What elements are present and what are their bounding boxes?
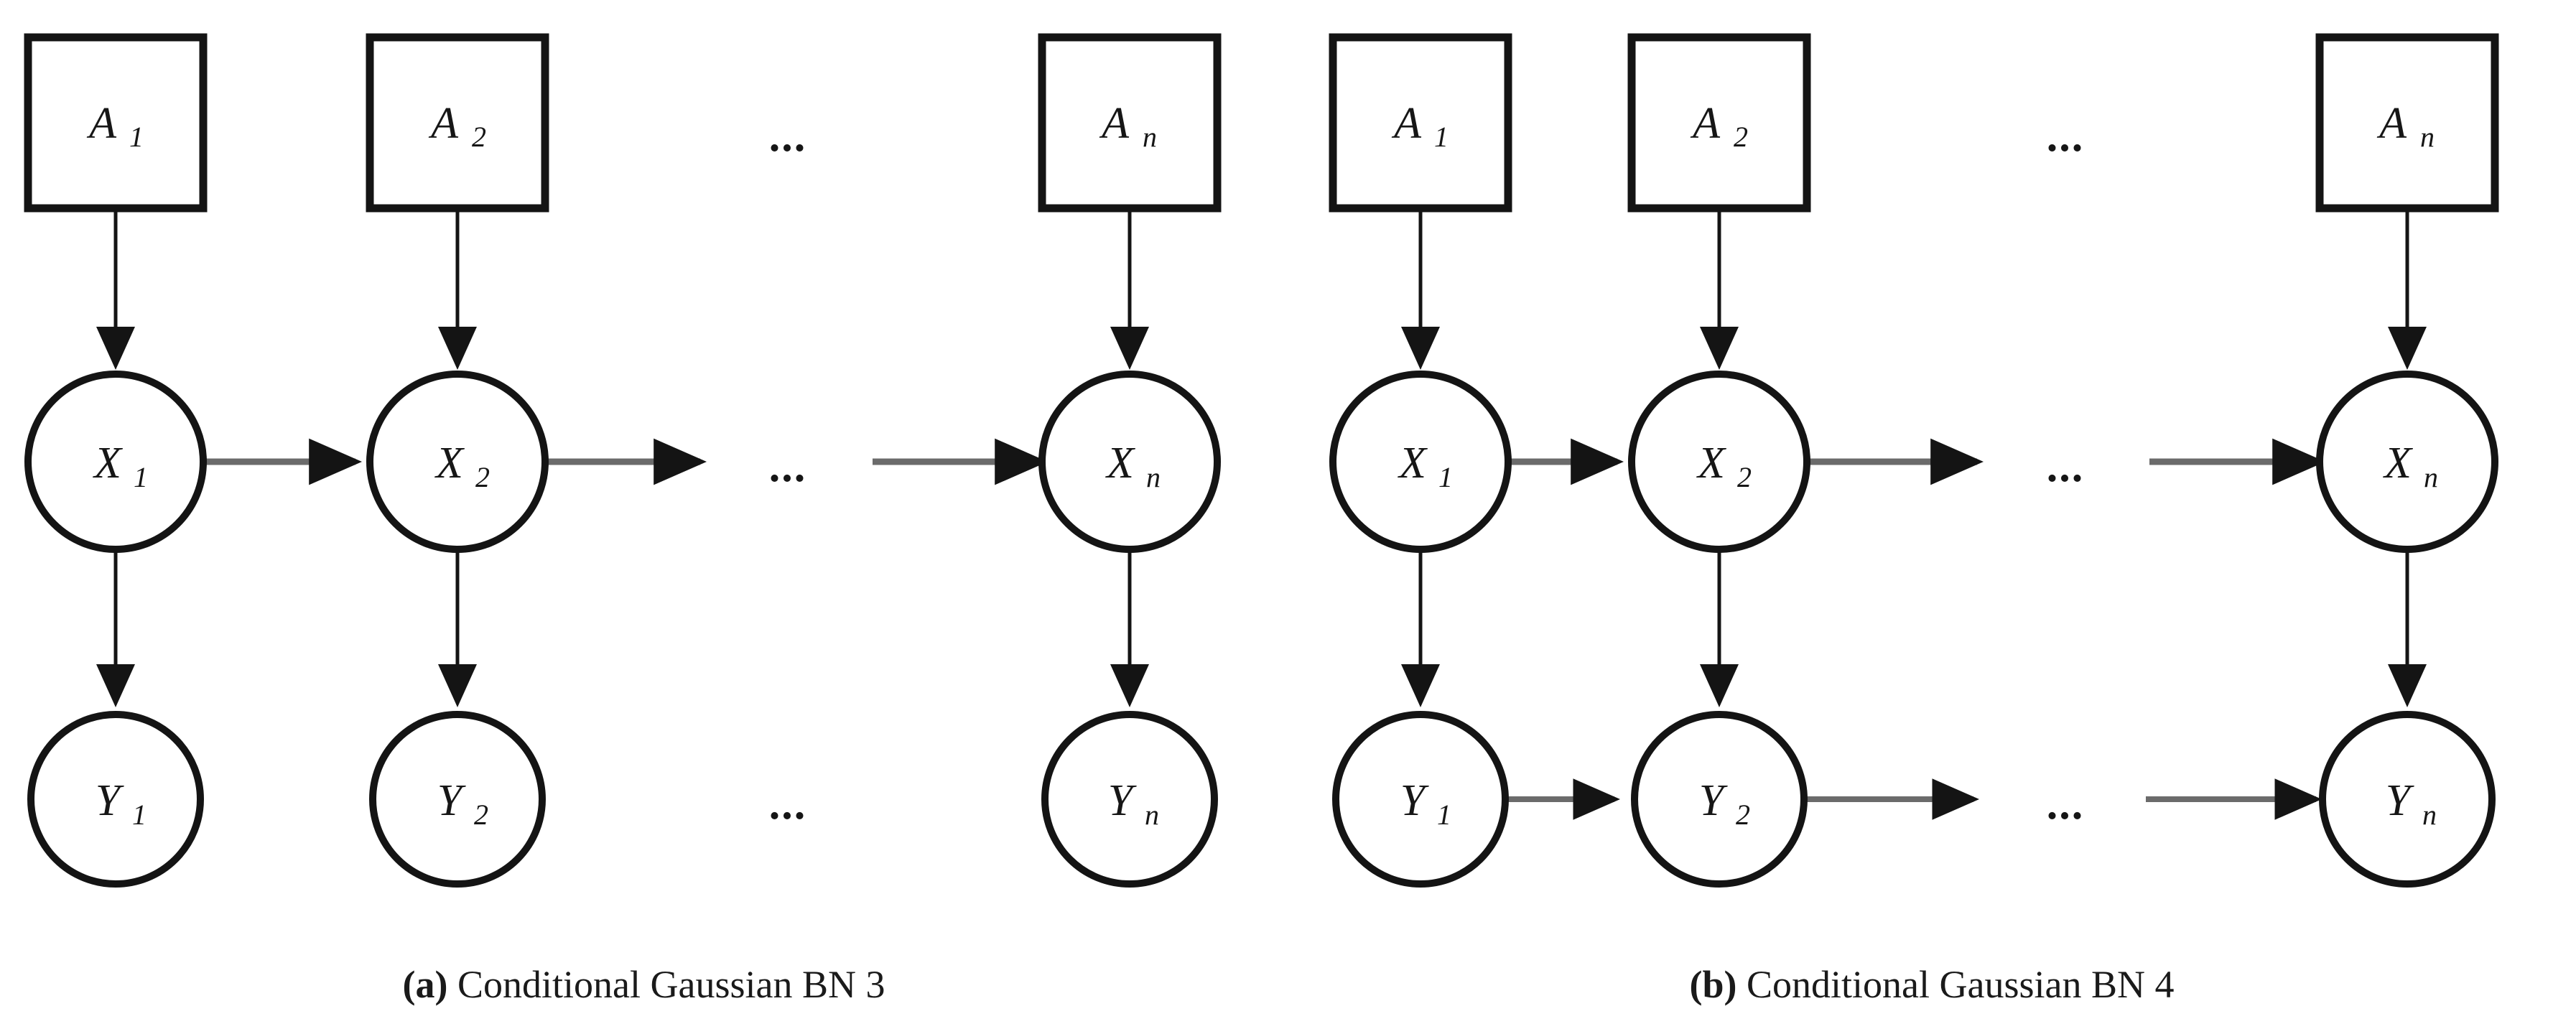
x-row-ellipsis: ... (769, 442, 807, 491)
panel-b-caption-text: Conditional Gaussian BN 4 (1736, 963, 2175, 1006)
node-X2-sub: 2 (475, 461, 490, 493)
node-X2-base: X (434, 439, 465, 488)
panel-b-caption-prefix: (b) (1689, 963, 1737, 1006)
node-X1-sub: 1 (134, 461, 148, 493)
node-Yn[interactable]: Y n (2319, 711, 2496, 888)
node-An[interactable]: A n (2315, 33, 2499, 213)
node-Y2-sub: 2 (1736, 798, 1750, 831)
node-A2-sub: 2 (1734, 121, 1748, 153)
node-A2[interactable]: A 2 (366, 33, 549, 213)
node-A1-sub: 1 (129, 121, 144, 153)
node-Xn[interactable]: X n (1038, 371, 1221, 553)
node-Yn-base: Y (1108, 776, 1137, 825)
node-An-sub: n (1143, 121, 1157, 153)
node-Y1[interactable]: Y 1 (1332, 711, 1509, 888)
panel-a-caption-prefix: (a) (402, 963, 448, 1006)
node-Y1-base: Y (96, 776, 124, 825)
node-A1[interactable]: A 1 (24, 33, 208, 213)
node-Xn-sub: n (1146, 461, 1161, 493)
node-A2-base: A (428, 99, 459, 148)
panel-a-caption-text: Conditional Gaussian BN 3 (447, 963, 885, 1006)
node-Yn-sub: n (1145, 798, 1159, 831)
node-Y1-sub: 1 (132, 798, 147, 831)
node-Yn-sub: n (2422, 798, 2437, 831)
node-Y1-base: Y (1400, 776, 1429, 825)
node-X2[interactable]: X 2 (1628, 371, 1810, 553)
node-Xn-base: X (1105, 439, 1135, 488)
node-A1-base: A (86, 99, 117, 148)
node-Y2-sub: 2 (474, 798, 488, 831)
node-X2-base: X (1696, 439, 1726, 488)
node-A2[interactable]: A 2 (1627, 33, 1811, 213)
node-Y2[interactable]: Y 2 (1631, 711, 1808, 888)
node-X1[interactable]: X 1 (1329, 371, 1512, 553)
panel-a-caption: (a) Conditional Gaussian BN 3 (0, 962, 1288, 1007)
node-X2[interactable]: X 2 (366, 371, 549, 553)
y-row-ellipsis: ... (769, 780, 807, 829)
node-X1[interactable]: X 1 (24, 371, 207, 553)
node-Yn[interactable]: Y n (1041, 711, 1218, 888)
y-row-ellipsis: ... (2047, 780, 2085, 829)
node-X1-base: X (1397, 439, 1428, 488)
panel-b-caption: (b) Conditional Gaussian BN 4 (1288, 962, 2576, 1007)
node-An-base: A (2376, 99, 2407, 148)
node-Y2-base: Y (1699, 776, 1728, 825)
node-Y2[interactable]: Y 2 (369, 711, 546, 888)
node-Y2-base: Y (437, 776, 466, 825)
node-An-base: A (1099, 99, 1130, 148)
node-X2-sub: 2 (1737, 461, 1752, 493)
node-An[interactable]: A n (1038, 33, 1222, 213)
node-An-sub: n (2420, 121, 2435, 153)
panel-b-diagram: A 1 A 2 A n ... X 1 X (1329, 33, 2499, 888)
node-A2-base: A (1690, 99, 1721, 148)
panel-a-diagram: A 1 A 2 A n ... X 1 X (24, 33, 1222, 888)
node-A1-sub: 1 (1434, 121, 1449, 153)
node-A1[interactable]: A 1 (1329, 33, 1512, 213)
node-A1-base: A (1391, 99, 1422, 148)
node-A2-sub: 2 (472, 121, 486, 153)
node-X1-base: X (92, 439, 123, 488)
node-Y1[interactable]: Y 1 (27, 711, 204, 888)
node-X1-sub: 1 (1438, 461, 1453, 493)
node-Yn-base: Y (2386, 776, 2414, 825)
node-Xn-sub: n (2424, 461, 2438, 493)
x-row-ellipsis: ... (2047, 442, 2085, 491)
node-Xn-base: X (2382, 439, 2413, 488)
node-Xn[interactable]: X n (2316, 371, 2498, 553)
a-row-ellipsis: ... (769, 112, 807, 161)
node-Y1-sub: 1 (1437, 798, 1451, 831)
a-row-ellipsis: ... (2047, 112, 2085, 161)
